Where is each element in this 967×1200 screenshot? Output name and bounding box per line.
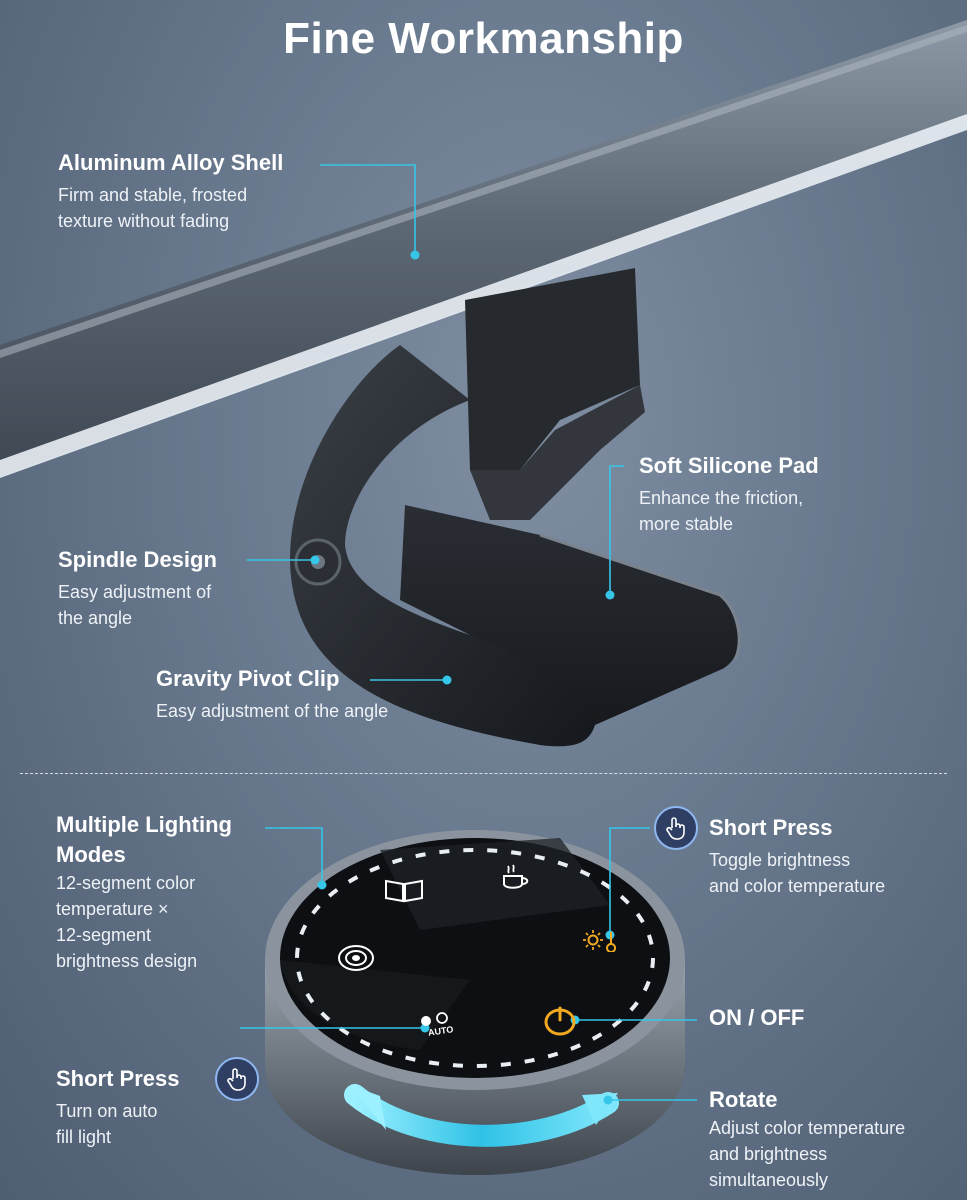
coffee-mode-icon bbox=[503, 864, 529, 889]
feature-silicone-desc-line: Enhance the friction, bbox=[639, 488, 804, 508]
brightness-temperature-icon bbox=[583, 930, 617, 952]
feature-onoff: ON / OFF bbox=[709, 1003, 804, 1033]
feature-lighting-desc-line: brightness design bbox=[56, 951, 198, 971]
hand-press-icon bbox=[227, 1068, 246, 1091]
feature-aluminum-title: Aluminum Alloy Shell bbox=[58, 150, 284, 175]
feature-short-press-left-desc-line: Turn on auto bbox=[56, 1101, 158, 1121]
feature-short-press-left: Short Press Turn on auto fill light bbox=[56, 1064, 180, 1150]
feature-lighting: Multiple Lighting Modes 12-segment color… bbox=[56, 810, 232, 974]
feature-short-press-left-title: Short Press bbox=[56, 1066, 180, 1091]
feature-silicone-desc-line: more stable bbox=[639, 514, 734, 534]
feature-short-press-right: Short Press Toggle brightness and color … bbox=[709, 813, 885, 899]
feature-lighting-title-line: Modes bbox=[56, 842, 126, 867]
feature-onoff-title: ON / OFF bbox=[709, 1005, 805, 1030]
hand-press-icon bbox=[666, 817, 685, 840]
feature-short-press-right-desc-line: and color temperature bbox=[709, 876, 886, 896]
feature-rotate: Rotate Adjust color temperature and brig… bbox=[709, 1085, 905, 1193]
feature-spindle-desc-line: the angle bbox=[58, 608, 133, 628]
feature-spindle: Spindle Design Easy adjustment of the an… bbox=[58, 545, 217, 631]
leader-lines bbox=[240, 164, 697, 1101]
short-press-right-badge bbox=[654, 806, 698, 850]
feature-gravity-title: Gravity Pivot Clip bbox=[156, 666, 340, 691]
feature-rotate-desc-line: simultaneously bbox=[709, 1170, 829, 1190]
controller-knob bbox=[265, 830, 685, 1175]
feature-gravity: Gravity Pivot Clip Easy adjustment of th… bbox=[156, 664, 388, 724]
feature-lighting-desc-line: temperature × bbox=[56, 899, 169, 919]
clip-body bbox=[290, 268, 741, 747]
short-press-left-badge bbox=[215, 1057, 259, 1101]
light-bar bbox=[0, 20, 967, 478]
page-title: Fine Workmanship bbox=[283, 14, 684, 63]
feature-silicone-title: Soft Silicone Pad bbox=[639, 453, 819, 478]
auto-label: AUTO bbox=[427, 1024, 454, 1038]
power-icon bbox=[544, 1006, 576, 1036]
feature-short-press-right-desc-line: Toggle brightness bbox=[709, 850, 851, 870]
focus-mode-icon bbox=[338, 945, 374, 971]
feature-aluminum: Aluminum Alloy Shell Firm and stable, fr… bbox=[58, 148, 283, 234]
feature-rotate-title: Rotate bbox=[709, 1087, 778, 1112]
section-divider bbox=[20, 773, 947, 774]
feature-lighting-desc-line: 12-segment bbox=[56, 925, 152, 945]
feature-lighting-desc-line: 12-segment color bbox=[56, 873, 196, 893]
feature-short-press-right-title: Short Press bbox=[709, 815, 833, 840]
feature-spindle-desc-line: Easy adjustment of bbox=[58, 582, 212, 602]
feature-short-press-left-desc-line: fill light bbox=[56, 1127, 112, 1147]
feature-aluminum-desc-line: Firm and stable, frosted bbox=[58, 185, 248, 205]
feature-lighting-title-line: Multiple Lighting bbox=[56, 812, 232, 837]
auto-light-control[interactable]: AUTO bbox=[420, 1012, 460, 1042]
feature-gravity-desc-line: Easy adjustment of the angle bbox=[156, 701, 389, 721]
feature-rotate-desc-line: and brightness bbox=[709, 1144, 828, 1164]
book-mode-icon bbox=[385, 879, 423, 903]
feature-aluminum-desc-line: texture without fading bbox=[58, 211, 230, 231]
feature-rotate-desc-line: Adjust color temperature bbox=[709, 1118, 906, 1138]
feature-silicone: Soft Silicone Pad Enhance the friction, … bbox=[639, 451, 819, 537]
feature-spindle-title: Spindle Design bbox=[58, 547, 217, 572]
auto-light-icon bbox=[421, 1012, 448, 1026]
